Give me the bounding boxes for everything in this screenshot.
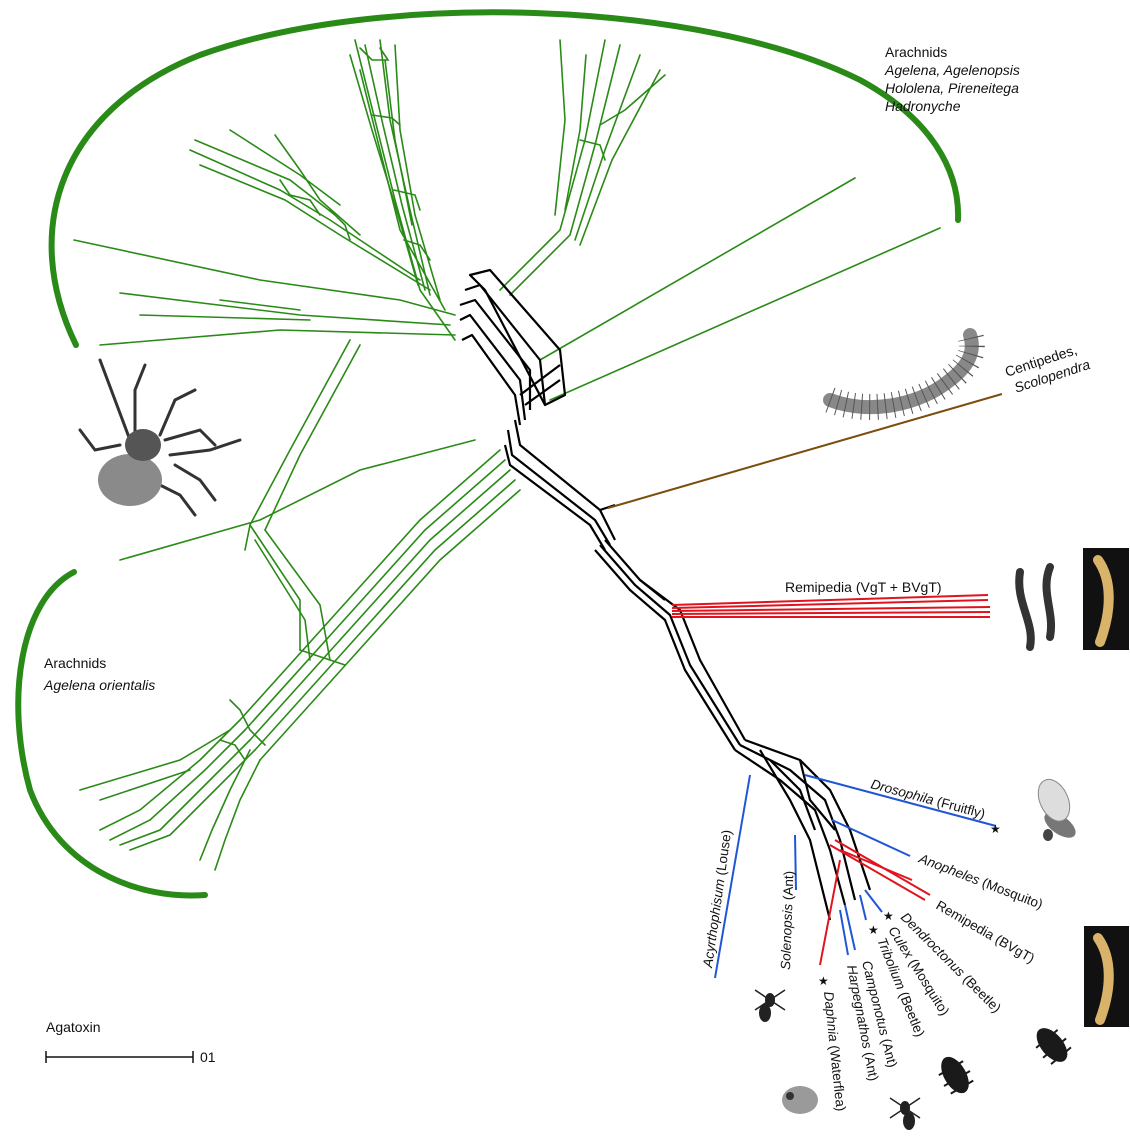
leaf-common: (Mosquito) bbox=[976, 874, 1044, 912]
arachnids-top-genus: Hadronyche bbox=[885, 98, 961, 114]
beetle-icon bbox=[1028, 1020, 1077, 1070]
leaf-common: (Ant) bbox=[780, 871, 796, 905]
leaf-genus: Acyrthophisum bbox=[700, 878, 727, 970]
arachnids-top-genus: Hololena, Pireneitega bbox=[885, 80, 1019, 96]
arachnids-left-genus: Agelena orientalis bbox=[43, 677, 155, 693]
centipedes-label: Centipedes, Scolopendra bbox=[1003, 339, 1092, 397]
leaf-common: (Waterflea) bbox=[826, 1041, 848, 1112]
fly-icon bbox=[1032, 774, 1080, 842]
star-marker: ★ bbox=[818, 974, 829, 988]
ant-icon bbox=[890, 1098, 920, 1130]
arachnid-branches bbox=[18, 12, 958, 895]
scale-title: Agatoxin bbox=[46, 1019, 100, 1035]
svg-text:Drosophila (Fruitfly): Drosophila (Fruitfly) bbox=[869, 776, 987, 821]
svg-text:Anopheles (Mosquito): Anopheles (Mosquito) bbox=[916, 850, 1045, 911]
remipede-icon bbox=[1019, 567, 1051, 647]
beetle-icon bbox=[932, 1050, 978, 1100]
leaf-genus: Anopheles bbox=[916, 850, 982, 887]
arachnids-top-title: Arachnids bbox=[885, 44, 947, 60]
leaf-label-drosophila: Drosophila (Fruitfly) bbox=[869, 776, 987, 821]
scale-value: 01 bbox=[200, 1049, 216, 1065]
arachnids-top-label: Arachnids Agelena, Agelenopsis Hololena,… bbox=[884, 44, 1020, 114]
scale-bar: Agatoxin 01 bbox=[46, 1019, 216, 1065]
larva-icon bbox=[1084, 926, 1129, 1027]
star-marker: ★ bbox=[883, 909, 894, 923]
remipedia-top-text: Remipedia (VgT + BVgT) bbox=[785, 579, 942, 595]
remipedia-top-label: Remipedia (VgT + BVgT) bbox=[785, 579, 942, 595]
waterflea-icon bbox=[782, 1086, 818, 1114]
svg-text:Solenopsis (Ant): Solenopsis (Ant) bbox=[778, 871, 796, 971]
leaf-common: (Louse) bbox=[713, 829, 735, 880]
ant-icon bbox=[755, 990, 785, 1022]
arachnids-left-title: Arachnids bbox=[44, 655, 106, 671]
leaf-common: (Ant) bbox=[860, 1047, 881, 1082]
leaf-label-solenopsis: Solenopsis (Ant) bbox=[778, 871, 796, 971]
leaf-label-daphnia: Daphnia (Waterflea) bbox=[821, 991, 848, 1112]
leaf-genus: Solenopsis bbox=[778, 903, 795, 970]
centipede-branch bbox=[608, 394, 1002, 508]
arachnids-top-genus: Agelena, Agelenopsis bbox=[884, 62, 1020, 78]
leaf-common: (Beetle) bbox=[957, 969, 1004, 1016]
star-marker: ★ bbox=[990, 822, 1001, 836]
core-backbone bbox=[460, 270, 870, 920]
arachnid-left-bracket bbox=[18, 572, 205, 896]
arachnids-left-label: Arachnids Agelena orientalis bbox=[43, 655, 155, 693]
spider-icon bbox=[80, 360, 240, 515]
leaf-label-anopheles: Anopheles (Mosquito) bbox=[916, 850, 1045, 911]
leaf-common: (Ant) bbox=[878, 1033, 901, 1069]
svg-text:Daphnia (Waterflea): Daphnia (Waterflea) bbox=[821, 991, 848, 1112]
arachnid-top-bracket bbox=[52, 12, 958, 345]
centipede-icon bbox=[830, 335, 972, 407]
larva-icon bbox=[1083, 548, 1129, 650]
star-marker: ★ bbox=[868, 923, 879, 937]
leaf-common: (Beetle) bbox=[895, 986, 928, 1039]
leaf-genus: Daphnia bbox=[821, 991, 841, 1043]
leaf-genus: Drosophila bbox=[869, 776, 936, 807]
